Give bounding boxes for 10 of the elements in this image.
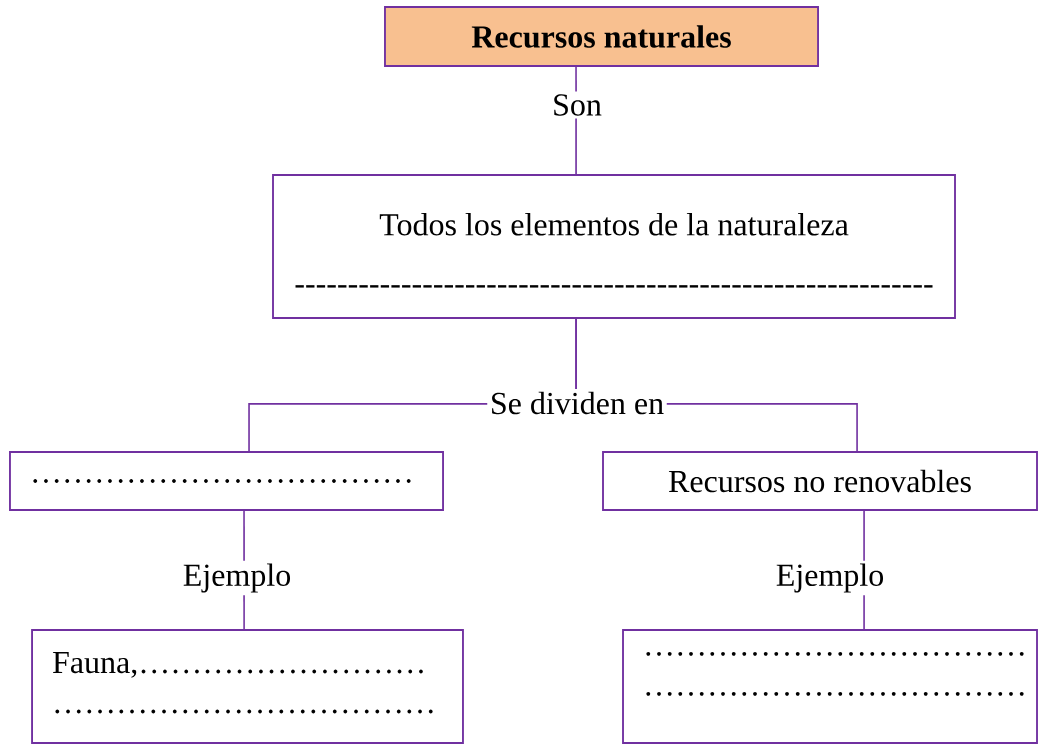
edge-label: Ejemplo <box>773 560 887 596</box>
edge-label: Son <box>549 91 605 119</box>
edge-label: Ejemplo <box>180 560 294 596</box>
definition-box: Todos los elementos de la naturaleza ------------------------------------------------------------ <box>272 174 956 319</box>
edge-label: Se dividen en <box>487 389 667 417</box>
answer-box: ……………………………… ……………………………… <box>622 629 1038 744</box>
category-box: Recursos no renovables <box>602 451 1038 511</box>
title-box: Recursos naturales <box>384 6 819 67</box>
answer-box: ……………………………… <box>9 451 444 511</box>
answer-box: Fauna,……………………… ……………………………… <box>31 629 464 744</box>
